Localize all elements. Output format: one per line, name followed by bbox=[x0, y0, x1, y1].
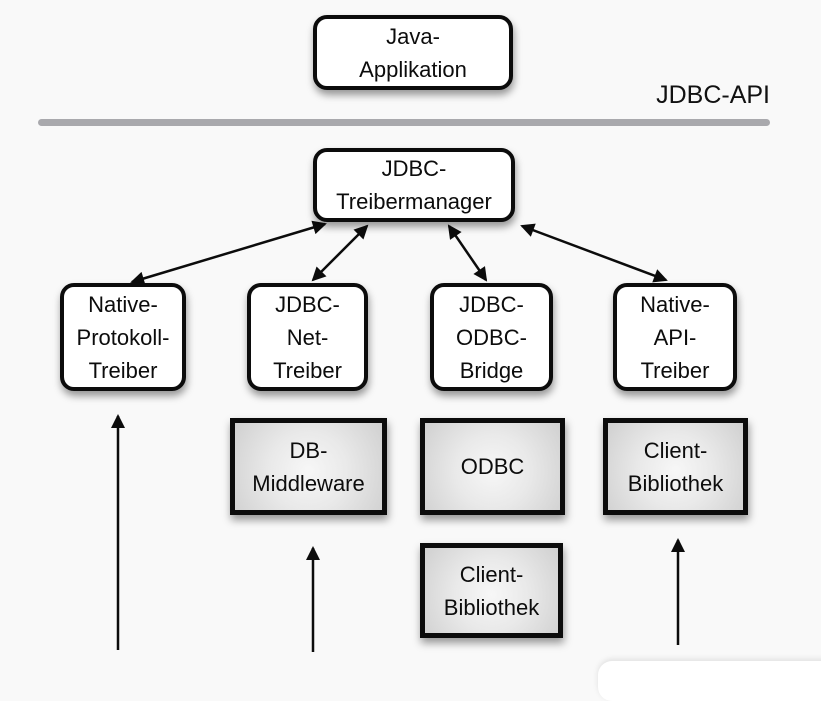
node-label-line: ODBC- bbox=[456, 324, 527, 350]
node-label-line: Bibliothek bbox=[443, 594, 540, 620]
arrow-treibermanager-native-protokoll bbox=[130, 220, 327, 286]
arrow-treibermanager-jdbc-net bbox=[311, 224, 369, 282]
node-label-line: Middleware bbox=[252, 470, 365, 496]
node-label-line: Protokoll- bbox=[76, 324, 170, 350]
node-db-middleware: DB- Middleware bbox=[230, 418, 387, 515]
node-jdbc-net-treiber: JDBC- Net- Treiber bbox=[247, 283, 368, 391]
arrows-layer bbox=[111, 220, 685, 652]
node-label-line: API- bbox=[653, 324, 697, 350]
node-label-line: Client- bbox=[459, 561, 524, 587]
node-java-applikation: Java- Applikation bbox=[313, 15, 513, 90]
jdbc-api-label: JDBC-API bbox=[656, 81, 770, 109]
node-label-line: JDBC- bbox=[459, 291, 524, 317]
partial-box-bottom-right bbox=[598, 661, 821, 701]
node-native-protokoll-treiber: Native- Protokoll- Treiber bbox=[60, 283, 186, 391]
node-label-line: Bibliothek bbox=[627, 470, 724, 496]
node-label-line: DB- bbox=[289, 437, 328, 463]
jdbc-architecture-diagram: JDBC-API Java- Applikation JDBC- Treiber… bbox=[38, 15, 770, 652]
node-label-line: Net- bbox=[286, 324, 329, 350]
node-odbc: ODBC bbox=[420, 418, 565, 515]
jdbc-api-separator-line bbox=[38, 119, 770, 126]
node-label-line: Native- bbox=[88, 291, 158, 317]
node-label-line: Client- bbox=[643, 437, 708, 463]
node-label-line: Treiber bbox=[640, 357, 710, 383]
node-jdbc-treibermanager: JDBC- Treibermanager bbox=[313, 148, 515, 222]
node-label-line: ODBC bbox=[460, 454, 525, 479]
arrow-treibermanager-native-api bbox=[520, 223, 668, 283]
arrow-treibermanager-jdbc-odbc bbox=[447, 224, 488, 282]
node-label-line: Treiber bbox=[88, 357, 158, 383]
node-jdbc-odbc-bridge: JDBC- ODBC- Bridge bbox=[430, 283, 553, 391]
node-label-line: Treibermanager bbox=[336, 189, 492, 214]
node-label-line: Treiber bbox=[273, 357, 342, 383]
node-label-line: Bridge bbox=[459, 357, 524, 383]
node-label-line: Applikation bbox=[359, 56, 467, 82]
node-client-bibliothek-right: Client- Bibliothek bbox=[603, 418, 748, 515]
node-native-api-treiber: Native- API- Treiber bbox=[613, 283, 737, 391]
node-label-line: JDBC- bbox=[275, 291, 340, 317]
node-label-line: Native- bbox=[640, 291, 710, 317]
node-label-line: JDBC- bbox=[381, 156, 447, 181]
node-label-line: Java- bbox=[386, 23, 440, 49]
node-client-bibliothek-bottom: Client- Bibliothek bbox=[420, 543, 563, 638]
